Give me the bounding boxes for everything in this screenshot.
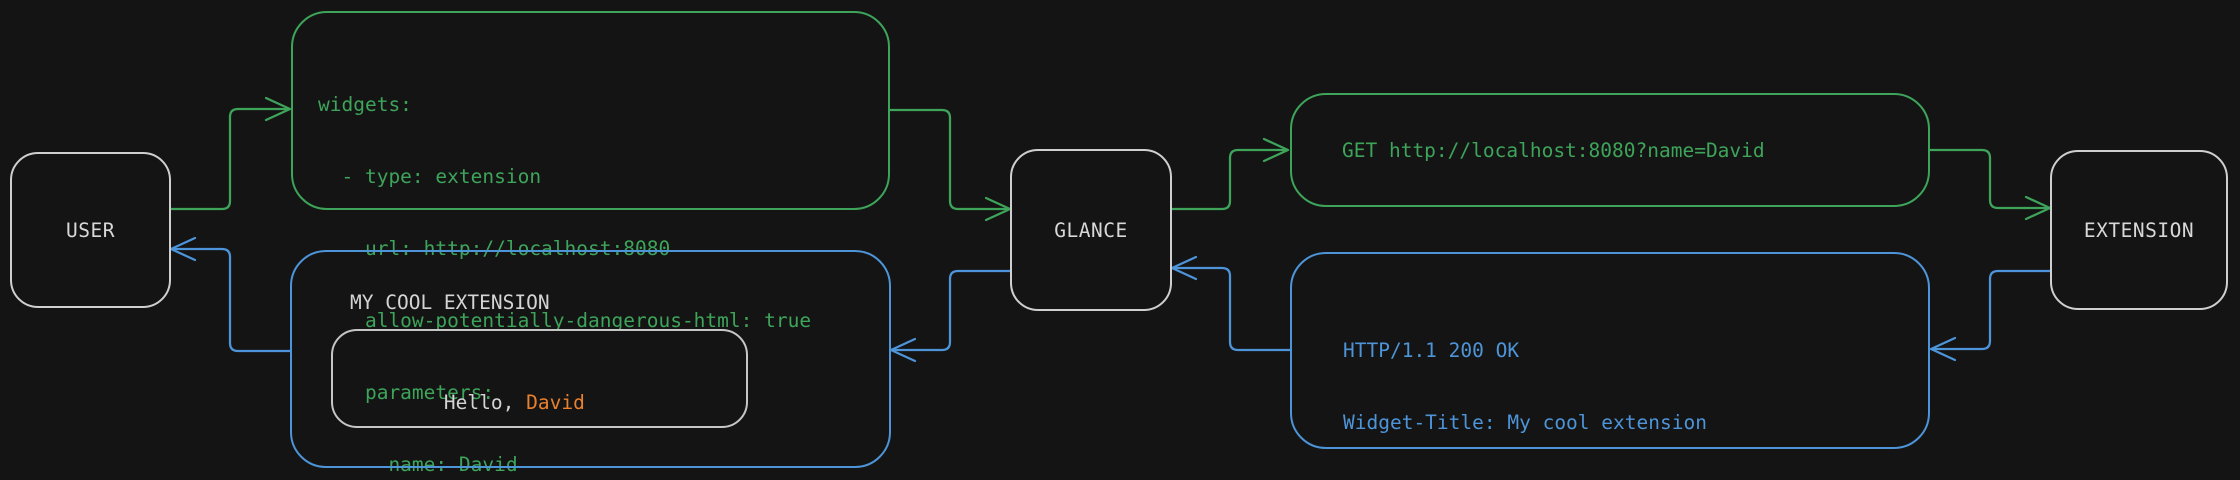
widget-title: MY COOL EXTENSION bbox=[350, 291, 550, 314]
arrowhead-glance-to-request bbox=[1262, 137, 1290, 163]
arrowhead-widget-to-user bbox=[169, 236, 197, 262]
request-box: GET http://localhost:8080?name=David bbox=[1290, 93, 1930, 207]
response-line: HTTP/1.1 200 OK bbox=[1343, 339, 1520, 362]
arrowhead-extension-to-response bbox=[1929, 336, 1957, 362]
arrow-extension-to-response bbox=[1932, 269, 2052, 351]
config-line: name: David bbox=[318, 453, 518, 476]
response-http-code: HTTP/1.1 200 OK Widget-Title: My cool ex… bbox=[1343, 291, 1895, 480]
node-extension-label: EXTENSION bbox=[2083, 218, 2195, 242]
arrow-config-to-glance bbox=[888, 108, 1009, 211]
node-glance: GLANCE bbox=[1010, 149, 1172, 311]
config-line: widgets: bbox=[318, 93, 412, 116]
arrow-widget-to-user bbox=[172, 247, 292, 353]
widget-box: MY COOL EXTENSION Hello, David bbox=[290, 250, 891, 468]
node-extension: EXTENSION bbox=[2050, 150, 2228, 310]
config-line: allow-potentially-dangerous-html: true bbox=[318, 309, 812, 332]
node-user-label: USER bbox=[66, 218, 115, 242]
greeting-name: David bbox=[526, 391, 585, 414]
arrow-user-to-config bbox=[169, 107, 289, 211]
node-glance-label: GLANCE bbox=[1054, 218, 1128, 242]
widget-preview-frame: Hello, David bbox=[331, 329, 748, 428]
arrowhead-response-to-glance bbox=[1170, 255, 1198, 281]
response-line: Widget-Title: My cool extension bbox=[1343, 411, 1707, 434]
config-line: url: http://localhost:8080 bbox=[318, 237, 671, 260]
arrowhead-user-to-config bbox=[264, 96, 292, 122]
node-user: USER bbox=[10, 152, 171, 308]
arrow-request-to-extension bbox=[1928, 148, 2049, 210]
config-yaml-code: widgets: - type: extension url: http://l… bbox=[318, 45, 811, 480]
config-line: - type: extension bbox=[318, 165, 542, 188]
arrow-glance-to-widget bbox=[892, 269, 1012, 352]
widget-greeting: Hello, David bbox=[350, 367, 585, 439]
config-line: parameters: bbox=[318, 381, 495, 404]
greeting-prefix: Hello, bbox=[443, 391, 527, 414]
arrowhead-glance-to-widget bbox=[889, 337, 917, 363]
response-box: HTTP/1.1 200 OK Widget-Title: My cool ex… bbox=[1290, 252, 1930, 449]
request-line: GET http://localhost:8080?name=David bbox=[1342, 139, 1765, 162]
config-box: widgets: - type: extension url: http://l… bbox=[291, 11, 890, 476]
arrow-response-to-glance bbox=[1173, 266, 1292, 352]
arrow-glance-to-request bbox=[1170, 148, 1287, 211]
